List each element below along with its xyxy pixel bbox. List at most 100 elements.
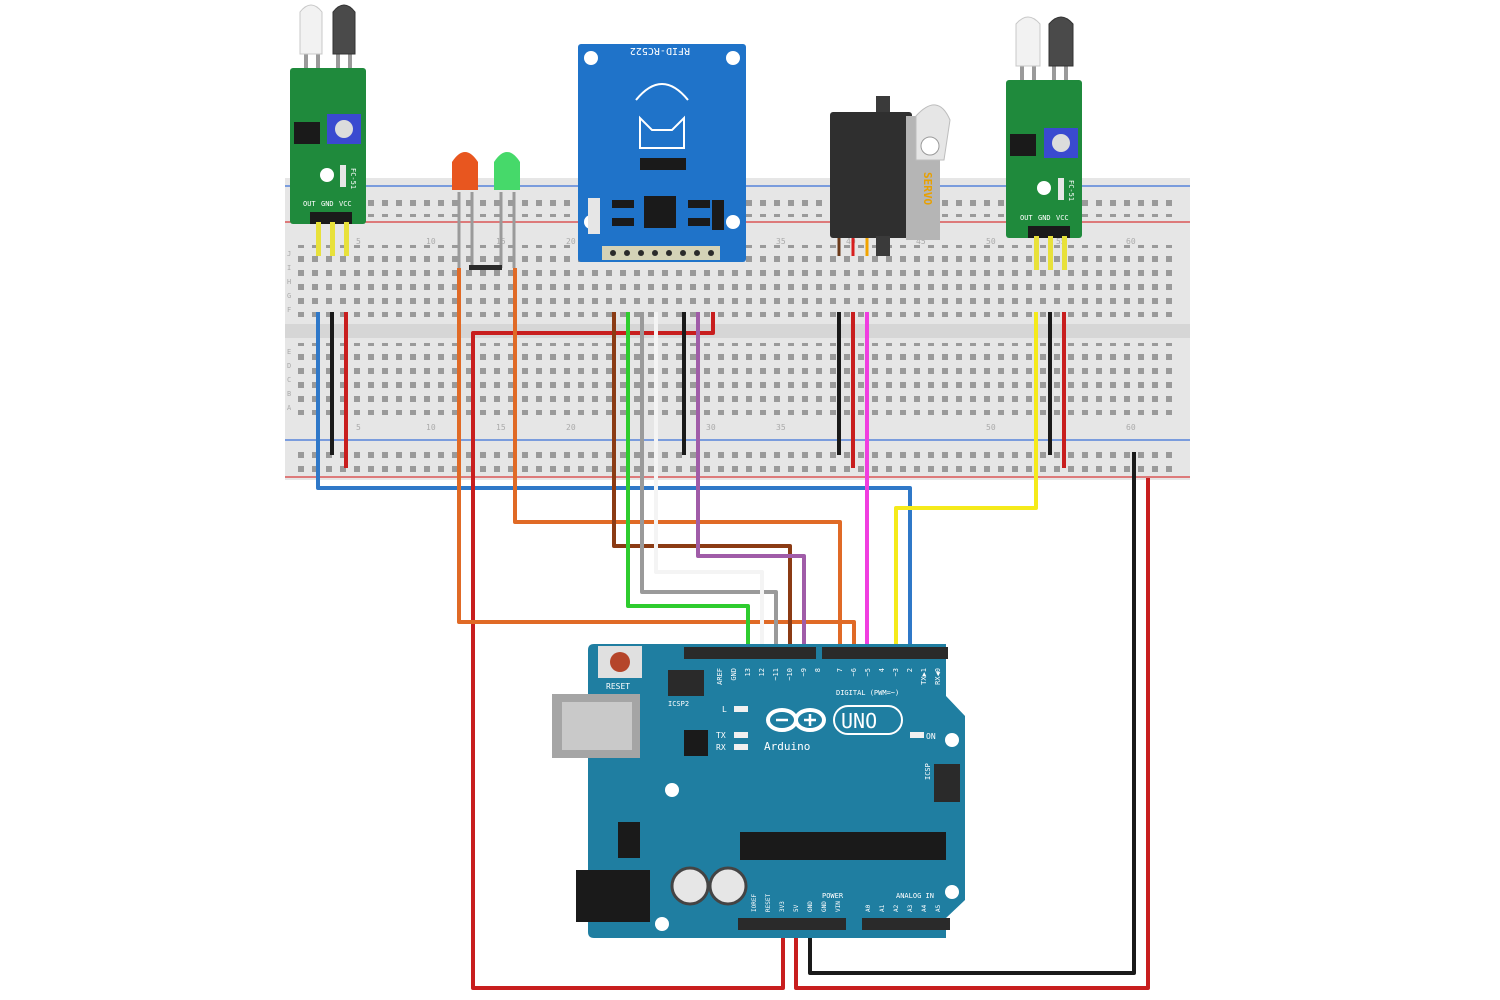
column-number: 50 xyxy=(986,237,996,246)
mounting-hole xyxy=(320,168,334,182)
analog-label: ANALOG IN xyxy=(896,892,934,900)
ir-left-pin-out: OUT xyxy=(303,200,316,208)
wire-ir-right-out-yellow xyxy=(894,312,1038,652)
led-on-label: ON xyxy=(926,732,936,741)
wire-led-orange-2 xyxy=(513,268,842,652)
pin-label: GND xyxy=(821,901,828,912)
servo-label: SERVO xyxy=(921,172,934,205)
column-number: 45 xyxy=(916,237,926,246)
pin-label: AREF xyxy=(716,668,724,685)
pin-label: A3 xyxy=(907,904,914,912)
arduino-uno: RESET ICSP2 ICSP L TX RX ON xyxy=(552,644,965,938)
led-group xyxy=(452,152,520,270)
ir-right-pin-vcc: VCC xyxy=(1056,214,1069,222)
pin-label: 4 xyxy=(878,668,886,672)
digital-label: DIGITAL (PWM=~) xyxy=(836,689,899,697)
pin-label: 7 xyxy=(836,668,844,672)
analog-pin-labels: A0 A1 A2 A3 A4 A5 xyxy=(865,904,942,912)
wire-rfid-gray xyxy=(640,312,778,652)
pin-label: ~6 xyxy=(850,668,858,676)
rfid-chip xyxy=(644,196,676,228)
ir-receiver-led xyxy=(332,4,356,55)
row-letter: H xyxy=(287,278,291,286)
icsp-label: ICSP xyxy=(924,763,932,780)
pin-label: ~3 xyxy=(892,668,900,676)
ir-left-model: FC-51 xyxy=(349,168,357,189)
column-number: 10 xyxy=(426,423,436,432)
rfid-label: RFID-RC522 xyxy=(630,45,690,56)
chip xyxy=(1010,134,1036,156)
row-letter: A xyxy=(287,404,292,412)
pin-label: 13 xyxy=(744,668,752,676)
mounting-hole xyxy=(1037,181,1051,195)
pin-label: 5V xyxy=(793,904,800,912)
column-number: 35 xyxy=(776,237,786,246)
power-label: POWER xyxy=(822,892,844,900)
ir-receiver-led xyxy=(1048,16,1074,67)
led-tx-label: TX xyxy=(716,731,726,740)
wire-rfid-green xyxy=(626,312,750,652)
servo: SERVO xyxy=(830,96,951,256)
ir-left-pin-vcc: VCC xyxy=(339,200,352,208)
row-letter: D xyxy=(287,362,291,370)
column-number: 10 xyxy=(426,237,436,246)
ir-left-pin-gnd: GND xyxy=(321,200,334,208)
row-letter: I xyxy=(287,264,291,272)
ir-right-pin-out: OUT xyxy=(1020,214,1033,222)
wire-rfid-purple xyxy=(696,312,806,652)
pin-label: ~10 xyxy=(786,668,794,681)
column-number: 60 xyxy=(1126,237,1136,246)
wire-led-orange-1 xyxy=(457,268,856,652)
column-number: 35 xyxy=(776,423,786,432)
pin-label: ~11 xyxy=(772,668,780,681)
pin-label: IOREF xyxy=(751,894,758,912)
row-letter: C xyxy=(287,376,291,384)
ir-emitter-led xyxy=(299,4,323,55)
row-letter: B xyxy=(287,390,291,398)
column-number: 55 xyxy=(1056,237,1066,246)
wires xyxy=(316,268,1150,990)
pin-label: TX▶1 xyxy=(920,668,928,685)
wire-rfid-white xyxy=(654,312,764,652)
column-number: 5 xyxy=(356,237,361,246)
pin-label: RX◀0 xyxy=(934,668,942,685)
wire-rail-5v-red xyxy=(794,478,1150,990)
row-letter: F xyxy=(287,306,291,314)
pin-label: VIN xyxy=(835,901,842,912)
wire-rfid-brown xyxy=(612,312,792,652)
pin-label: A2 xyxy=(893,904,900,912)
pin-label: ~5 xyxy=(864,668,872,676)
column-number: 40 xyxy=(846,237,856,246)
column-number: 5 xyxy=(356,423,361,432)
atmega-chip xyxy=(740,832,946,860)
led-l-label: L xyxy=(722,705,727,714)
ir-right-model: FC-51 xyxy=(1067,180,1075,201)
column-number: 30 xyxy=(706,423,716,432)
row-letter: E xyxy=(287,348,291,356)
arduino-model: UNO xyxy=(841,709,877,733)
jumper xyxy=(469,265,502,270)
pin-label: GND xyxy=(807,901,814,912)
red-led xyxy=(452,152,478,190)
chip xyxy=(294,122,320,144)
pin-label: A5 xyxy=(935,904,942,912)
column-number: 15 xyxy=(496,423,506,432)
column-number: 20 xyxy=(566,237,576,246)
row-letter: J xyxy=(287,250,291,258)
wire-led-red xyxy=(471,312,785,990)
led-rx-label: RX xyxy=(716,743,726,752)
reset-label: RESET xyxy=(606,682,630,691)
icsp2-label: ICSP2 xyxy=(668,700,689,708)
pin-label: RESET xyxy=(765,894,772,912)
pin-label: 8 xyxy=(814,668,822,672)
pin-label: 3V3 xyxy=(779,901,786,912)
green-led xyxy=(494,152,520,190)
pin-label: A4 xyxy=(921,904,928,912)
row-letter: G xyxy=(287,292,291,300)
wire-rail-gnd-black xyxy=(808,452,1136,975)
digital-pin-labels: AREF GND 13 12 ~11 ~10 ~9 8 7 ~6 ~5 4 ~3… xyxy=(716,668,942,685)
column-number: 20 xyxy=(566,423,576,432)
pin-label: 2 xyxy=(906,668,914,672)
power-pin-labels: IOREF RESET 3V3 5V GND GND VIN xyxy=(751,894,842,912)
